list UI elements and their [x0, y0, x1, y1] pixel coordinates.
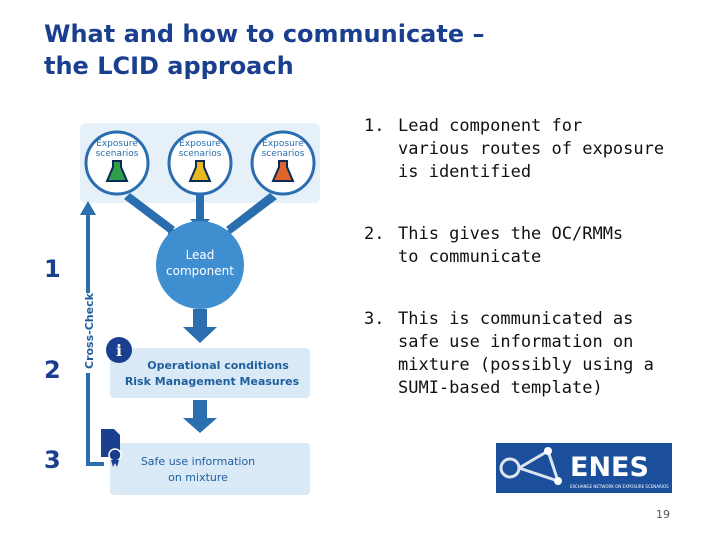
- lcid-diagram: Exposure scenarios Exposure scenarios Ex…: [78, 123, 320, 495]
- arrow-down-1: [183, 309, 217, 343]
- step-2-line-2: to communicate: [398, 247, 542, 267]
- step-3-number: 3.: [364, 309, 385, 329]
- scenario-3-label-b: scenarios: [262, 149, 305, 159]
- cross-check-arrowhead: [80, 201, 96, 215]
- flask-icon: [188, 160, 212, 182]
- arrow-down-2: [183, 400, 217, 433]
- exposure-scenario-3: Exposure scenarios: [250, 130, 316, 196]
- scenario-3-label-a: Exposure: [262, 139, 304, 149]
- oc-rmm-box: Operational conditions Risk Management M…: [110, 348, 310, 398]
- step-2-line-1: This gives the OC/RMMs: [398, 224, 624, 244]
- logo-text: ENES: [570, 452, 649, 483]
- step-1-line-3: is identified: [398, 162, 532, 182]
- oc-rmm-label-a: Operational conditions: [147, 359, 289, 372]
- flask-icon: [105, 160, 129, 182]
- info-icon-glyph: i: [116, 341, 122, 360]
- lead-label-a: Lead: [186, 248, 215, 262]
- lead-label-b: component: [166, 264, 234, 278]
- exposure-scenario-2: Exposure scenarios: [167, 130, 233, 196]
- step-2-number: 2.: [364, 224, 385, 244]
- scenario-1-label-a: Exposure: [96, 139, 138, 149]
- step-1-number: 1.: [364, 116, 385, 136]
- side-number-1: 1: [44, 255, 61, 283]
- enes-logo: ENES EXCHANGE NETWORK ON EXPOSURE SCENAR…: [496, 443, 672, 493]
- step-1: 1. Lead component for various routes of …: [364, 115, 664, 184]
- step-1-line-2: various routes of exposure: [398, 139, 665, 159]
- lead-component: Lead component: [156, 221, 244, 309]
- step-1-line-1: Lead component for: [398, 116, 583, 136]
- cross-check-label: Cross-Check: [83, 292, 96, 369]
- slide-title: What and how to communicate – the LCID a…: [44, 18, 604, 82]
- scenario-2-label-a: Exposure: [179, 139, 221, 149]
- safe-use-box: Safe use information on mixture: [110, 443, 310, 495]
- step-2: 2. This gives the OC/RMMs to communicate: [364, 223, 623, 269]
- page-number: 19: [656, 508, 670, 521]
- title-line-1: What and how to communicate –: [44, 20, 485, 48]
- cross-check-label-bg: [78, 293, 98, 373]
- info-icon: i: [106, 337, 132, 363]
- document-icon: [101, 429, 122, 467]
- step-3-line-3: mixture (possibly using a: [398, 355, 654, 375]
- step-3: 3. This is communicated as safe use info…: [364, 308, 654, 400]
- safe-use-label-b: on mixture: [168, 471, 228, 484]
- side-number-3: 3: [44, 446, 61, 474]
- step-3-line-2: safe use information on: [398, 332, 634, 352]
- title-line-2: the LCID approach: [44, 52, 294, 80]
- oc-rmm-label-b: Risk Management Measures: [125, 375, 300, 388]
- scenario-1-label-b: scenarios: [96, 149, 139, 159]
- step-3-line-1: This is communicated as: [398, 309, 634, 329]
- flask-icon: [271, 160, 295, 182]
- scenario-2-label-b: scenarios: [179, 149, 222, 159]
- exposure-scenario-1: Exposure scenarios: [84, 130, 150, 196]
- side-number-2: 2: [44, 356, 61, 384]
- step-3-line-4: SUMI-based template): [398, 378, 603, 398]
- safe-use-label-a: Safe use information: [141, 455, 255, 468]
- logo-subtext: EXCHANGE NETWORK ON EXPOSURE SCENARIOS: [570, 484, 669, 489]
